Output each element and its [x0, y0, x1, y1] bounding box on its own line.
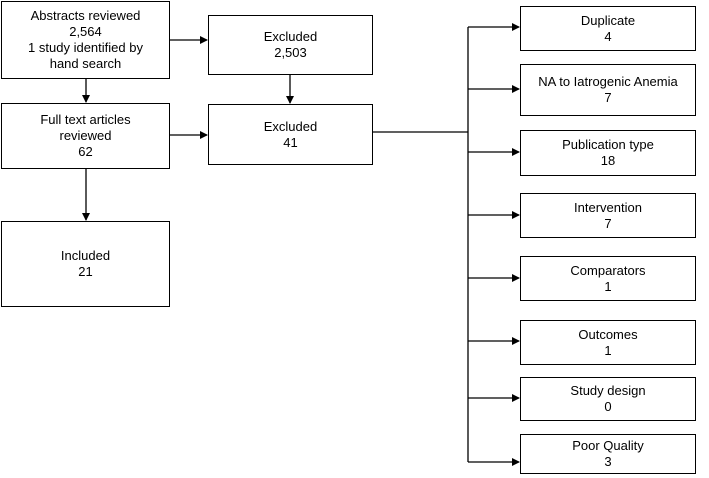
abstracts-note-line1: 1 study identified by [28, 40, 143, 55]
reason-intervention-box: Intervention 7 [520, 193, 696, 238]
reason-na-iatrogenic-anemia-box: NA to Iatrogenic Anemia 7 [520, 64, 696, 116]
excluded-abstracts-box: Excluded 2,503 [208, 15, 373, 75]
excluded-abstracts-title: Excluded [263, 29, 318, 44]
reason-label: Outcomes [578, 326, 638, 342]
reason-outcomes-box: Outcomes 1 [520, 320, 696, 365]
reason-count: 1 [604, 342, 612, 358]
abstracts-note-line2: hand search [49, 56, 122, 71]
reason-count: 7 [604, 215, 612, 231]
reason-label: Study design [570, 383, 646, 398]
full-text-box: Full text articles reviewed 62 [1, 103, 170, 169]
reason-label: Comparators [570, 262, 646, 278]
included-title: Included [60, 248, 111, 263]
full-text-title-line1: Full text articles [40, 112, 131, 127]
reason-count: 0 [604, 399, 612, 414]
reason-count: 18 [600, 153, 616, 168]
reason-comparators-box: Comparators 1 [520, 256, 696, 301]
reason-count: 7 [604, 90, 612, 105]
reason-count: 3 [604, 454, 612, 469]
reason-label: Poor Quality [572, 438, 644, 453]
reason-count: 1 [604, 278, 612, 294]
reason-publication-type-box: Publication type 18 [520, 130, 696, 176]
reason-label: Intervention [574, 199, 642, 215]
reason-poor-quality-box: Poor Quality 3 [520, 434, 696, 474]
reason-duplicate-box: Duplicate 4 [520, 6, 696, 51]
excluded-full-text-count: 41 [283, 134, 298, 150]
abstracts-count: 2,564 [69, 24, 102, 39]
reason-label: NA to Iatrogenic Anemia [538, 74, 678, 89]
excluded-full-text-box: Excluded 41 [208, 104, 373, 165]
full-text-count: 62 [78, 144, 93, 159]
included-count: 21 [78, 264, 93, 279]
abstracts-title: Abstracts reviewed [30, 8, 141, 23]
reason-label: Publication type [562, 137, 654, 152]
reason-label: Duplicate [580, 12, 636, 28]
reason-count: 4 [604, 28, 612, 44]
excluded-abstracts-count: 2,503 [274, 45, 307, 60]
full-text-title-line2: reviewed [59, 128, 112, 143]
reason-study-design-box: Study design 0 [520, 377, 696, 421]
included-box: Included 21 [1, 221, 170, 307]
excluded-full-text-title: Excluded [263, 118, 318, 134]
abstracts-reviewed-box: Abstracts reviewed 2,564 1 study identif… [1, 1, 170, 79]
